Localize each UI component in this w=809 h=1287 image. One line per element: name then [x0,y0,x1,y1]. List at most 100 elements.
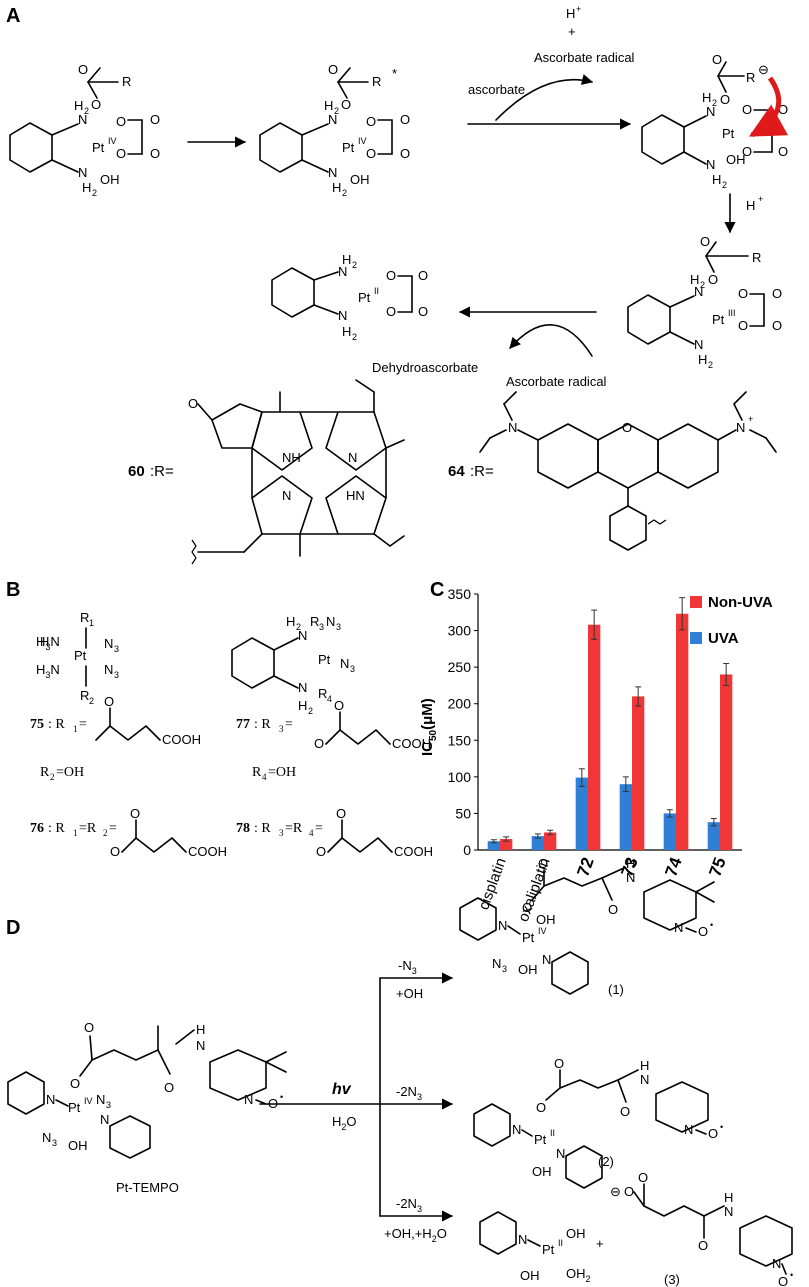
legend-label-non-uva: Non-UVA [708,594,773,611]
dehydroascorbate-label: Dehydroascorbate [372,360,478,375]
svg-text:O: O [708,1126,718,1141]
svg-text:II: II [558,1238,563,1248]
svg-text:H: H [566,6,575,21]
svg-text:O: O [188,396,198,411]
svg-text:3: 3 [114,670,119,680]
svg-text:=: = [109,821,117,836]
svg-text:O: O [91,97,101,112]
panel-b-label: B [6,579,20,601]
svg-text:Pt: Pt [712,312,725,327]
svg-text:N: N [96,1092,105,1107]
svg-text:O: O [316,844,326,859]
svg-text:O: O [328,62,338,77]
svg-text:N: N [684,1122,693,1137]
svg-text:N: N [512,1122,521,1137]
succinate-75: O COOH [95,694,201,747]
svg-text:4: 4 [327,694,332,704]
svg-text:N: N [338,308,347,323]
svg-text:O: O [778,1274,788,1287]
svg-text:O: O [742,102,752,117]
svg-text:OH: OH [532,1164,552,1179]
bar-non-uva-72 [588,624,601,850]
svg-text:H: H [724,1190,733,1205]
svg-text:•: • [790,1270,793,1280]
svg-text:H: H [196,1022,205,1037]
svg-text:2: 2 [84,106,89,116]
svg-text:O: O [341,97,351,112]
svg-text:N: N [694,337,703,352]
bar-uva-73 [619,784,632,850]
svg-text:O: O [522,900,532,915]
svg-text:O: O [78,62,88,77]
svg-text:Pt: Pt [74,648,87,663]
svg-text:O: O [772,286,782,301]
svg-text:N: N [498,918,507,933]
svg-text:N: N [46,1092,55,1107]
svg-text:OH: OH [68,1138,88,1153]
svg-text:O: O [366,146,376,161]
svg-text:O: O [742,144,752,159]
bar-non-uva-73 [632,696,645,850]
svg-text:O: O [698,1238,708,1253]
svg-text:O: O [536,1100,546,1115]
legend-swatch-non-uva [690,596,702,608]
svg-text:⊖: ⊖ [610,1184,621,1199]
svg-text:N: N [244,1092,253,1107]
y-tick-label: 250 [448,659,472,675]
y-tick-label: 50 [455,805,471,821]
svg-text:OH: OH [518,962,538,977]
svg-text:N: N [694,284,703,299]
svg-text:2: 2 [708,360,713,370]
svg-text:N: N [282,488,291,503]
svg-text:•: • [710,920,713,930]
legend-label-uva: UVA [708,630,739,647]
svg-text:R: R [80,610,89,625]
bar-non-uva-oxaliplatin [544,832,557,850]
svg-text:O: O [336,806,346,821]
svg-text:N: N [640,1072,649,1087]
svg-text:O: O [334,698,344,713]
svg-text:2: 2 [352,332,357,342]
svg-text:2: 2 [103,828,108,838]
svg-text:+: + [568,24,576,39]
excited-state-star: * [392,66,397,81]
svg-text:2: 2 [722,180,727,190]
svg-text:IV: IV [84,1096,93,1106]
product-3-plus: + [596,1236,604,1251]
svg-text:H: H [82,180,91,195]
compound-60-number: 60 [128,463,145,480]
proton-label: H [746,198,755,213]
path-1-top-label: -N3 [398,958,417,976]
path-3-bottom-label: +OH,+H2O [384,1226,447,1244]
svg-text:H: H [332,180,341,195]
pt-tempo-label: Pt-TEMPO [116,1180,179,1195]
svg-text:4: 4 [309,828,314,838]
svg-text:II: II [550,1128,555,1138]
svg-text:: R: : R [254,821,271,836]
svg-text:+: + [758,194,763,204]
bar-uva-oxaliplatin [531,836,544,850]
svg-text:HN: HN [346,488,365,503]
svg-text:R: R [122,74,131,89]
y-tick-label: 0 [463,842,471,858]
svg-text:1: 1 [73,828,78,838]
svg-text:H: H [342,324,351,339]
svg-text:2: 2 [352,260,357,270]
legend-swatch-uva [690,632,702,644]
svg-text:OH: OH [566,1226,586,1241]
svg-text:Ascorbate radical: Ascorbate radical [534,50,635,65]
h3n-top-label: H3N [36,634,60,652]
panel-d-label: D [6,917,20,939]
bar-non-uva-74 [676,613,689,850]
svg-text:N: N [104,636,113,651]
svg-text:77: 77 [236,717,250,732]
y-tick-label: 200 [448,696,472,712]
svg-text:N: N [492,956,501,971]
svg-text:=OH: =OH [268,765,296,780]
h3n-bottom-label: H3N [36,662,60,680]
oh2-label: OH2 [566,1266,591,1284]
